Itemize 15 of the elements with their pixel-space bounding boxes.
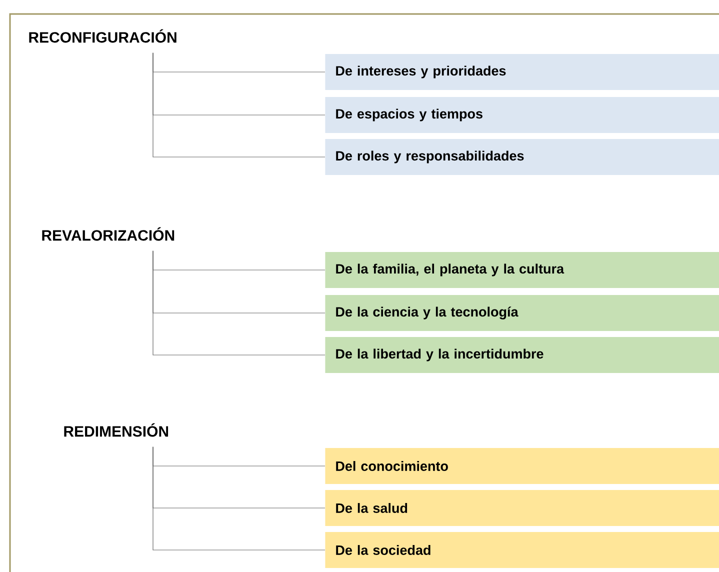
connector-line (152, 250, 326, 356)
category-box: De espacios y tiempos (325, 97, 719, 133)
category-box: Del conocimiento (325, 448, 719, 484)
category-box: De la libertad y la incertidumbre (325, 337, 719, 373)
connector-line (152, 52, 326, 158)
category-box: De roles y responsabilidades (325, 139, 719, 175)
connector-line (152, 446, 326, 550)
category-box: De la familia, el planeta y la cultura (325, 252, 719, 288)
category-box: De la sociedad (325, 532, 719, 568)
category-box: De la salud (325, 490, 719, 526)
category-box: De intereses y prioridades (325, 54, 719, 90)
heading: RECONFIGURACIÓN (29, 29, 176, 43)
heading: REDIMENSIÓN (64, 423, 168, 437)
heading: REVALORIZACIÓN (42, 227, 174, 241)
category-box: De la ciencia y la tecnología (325, 295, 719, 331)
